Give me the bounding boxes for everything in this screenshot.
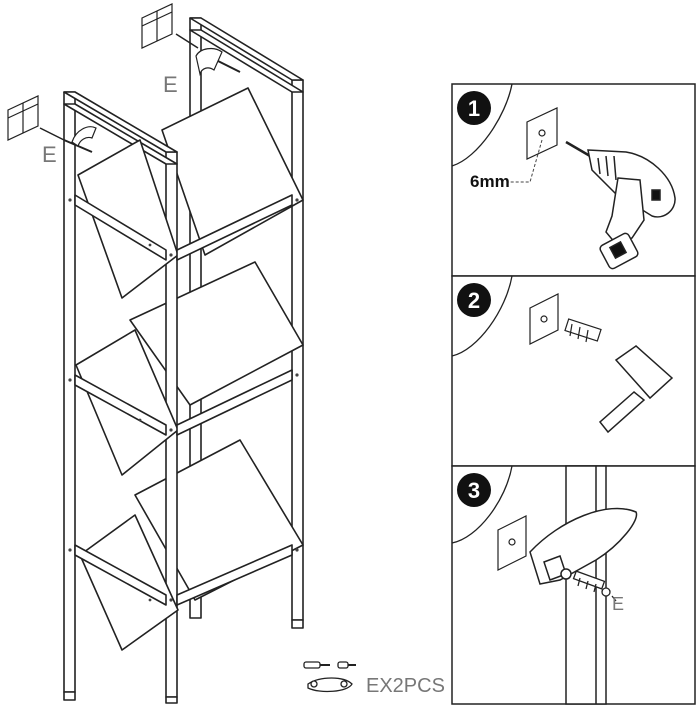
parts-hardware-icon bbox=[303, 661, 356, 693]
step-3: 3 E bbox=[451, 465, 638, 705]
step-3-badge bbox=[457, 473, 491, 507]
step-3-part-label: E bbox=[612, 594, 624, 614]
parts-caption: EX2PCS bbox=[366, 675, 445, 697]
shelf-unit bbox=[63, 17, 304, 704]
hammer-icon bbox=[598, 345, 674, 434]
screw-holes bbox=[68, 198, 299, 602]
strap-bracket-icon bbox=[529, 507, 638, 585]
drill-icon bbox=[565, 140, 676, 270]
step-2: 2 bbox=[451, 275, 674, 434]
wall-plate-icon bbox=[526, 107, 558, 160]
wall-plate-left-icon bbox=[7, 95, 97, 153]
wall-anchor-top-label: E bbox=[163, 72, 178, 97]
step-1: 1 6mm bbox=[451, 83, 676, 270]
step-2-badge bbox=[457, 283, 491, 317]
screw-icon bbox=[572, 570, 617, 602]
step-1-number: 1 bbox=[468, 96, 480, 121]
wall-plate-top-icon bbox=[141, 3, 241, 77]
wall-plug-icon bbox=[564, 318, 602, 343]
step-2-number: 2 bbox=[468, 288, 480, 313]
wall-plate-icon bbox=[529, 293, 559, 345]
wall-anchor-left-label: E bbox=[42, 142, 57, 167]
step-3-number: 3 bbox=[468, 478, 480, 503]
drill-size-label: 6mm bbox=[470, 172, 510, 191]
step-1-badge bbox=[457, 91, 491, 125]
wall-plate-icon bbox=[497, 515, 527, 571]
